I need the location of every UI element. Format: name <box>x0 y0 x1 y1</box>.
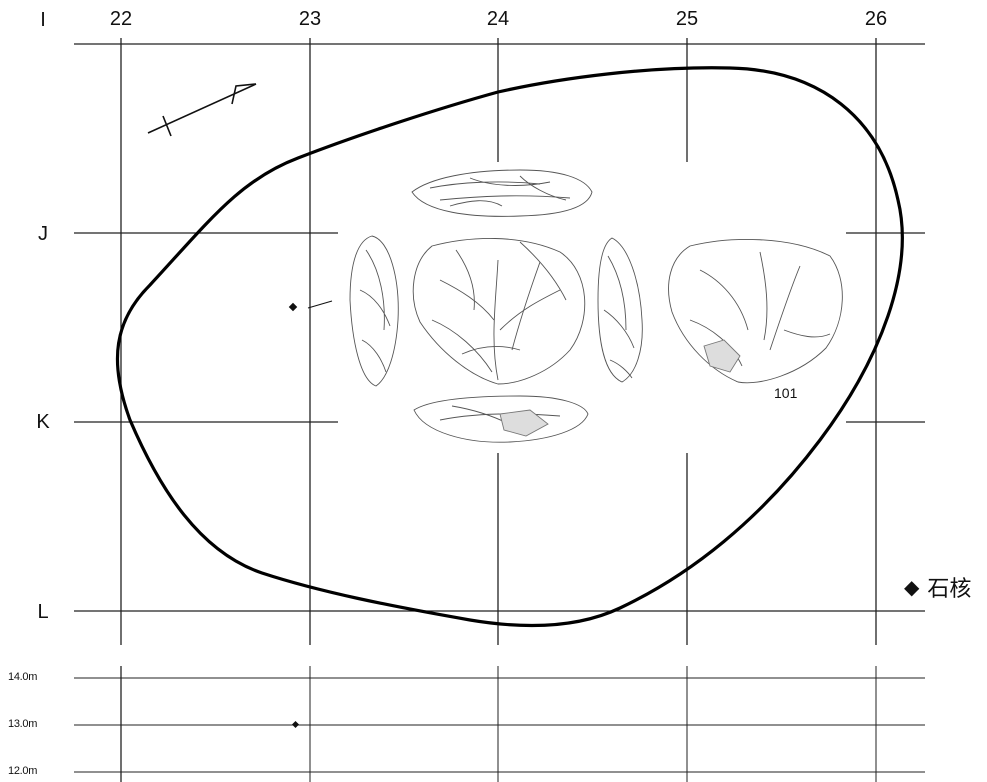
elevation-label-12: 12.0m <box>8 765 38 777</box>
row-label-k: K <box>36 411 50 433</box>
column-label-26: 26 <box>864 8 888 30</box>
core-section-point <box>291 720 300 729</box>
stone-core-reverse-face <box>668 239 843 384</box>
row-label-j: J <box>38 223 48 245</box>
stone-core-top-view <box>411 169 593 217</box>
stone-core-bottom-view <box>413 395 589 443</box>
plan-grid-cols <box>120 38 877 645</box>
artifact-number: 101 <box>774 385 798 401</box>
artifact-concentration-boundary <box>115 66 904 628</box>
plan-grid-rows <box>74 43 925 612</box>
stone-core-main-face <box>412 238 586 385</box>
column-label-25: 25 <box>675 8 699 30</box>
elevation-label-14: 14.0m <box>8 671 38 683</box>
column-label-22: 22 <box>109 8 133 30</box>
elevation-label-13: 13.0m <box>8 718 38 730</box>
legend: ◆ 石核 <box>904 571 971 603</box>
diamond-icon: ◆ <box>904 576 920 599</box>
core-plot-point <box>288 300 333 312</box>
column-label-24: 24 <box>486 8 510 30</box>
column-label-23: 23 <box>298 8 322 30</box>
legend-label: 石核 <box>927 576 972 601</box>
section-grid <box>74 666 925 782</box>
north-arrow-icon <box>147 83 257 137</box>
stone-core-left-profile <box>349 235 399 387</box>
row-label-l: L <box>37 601 49 623</box>
stone-core-right-profile <box>597 237 643 383</box>
row-label-i: I <box>40 9 46 31</box>
